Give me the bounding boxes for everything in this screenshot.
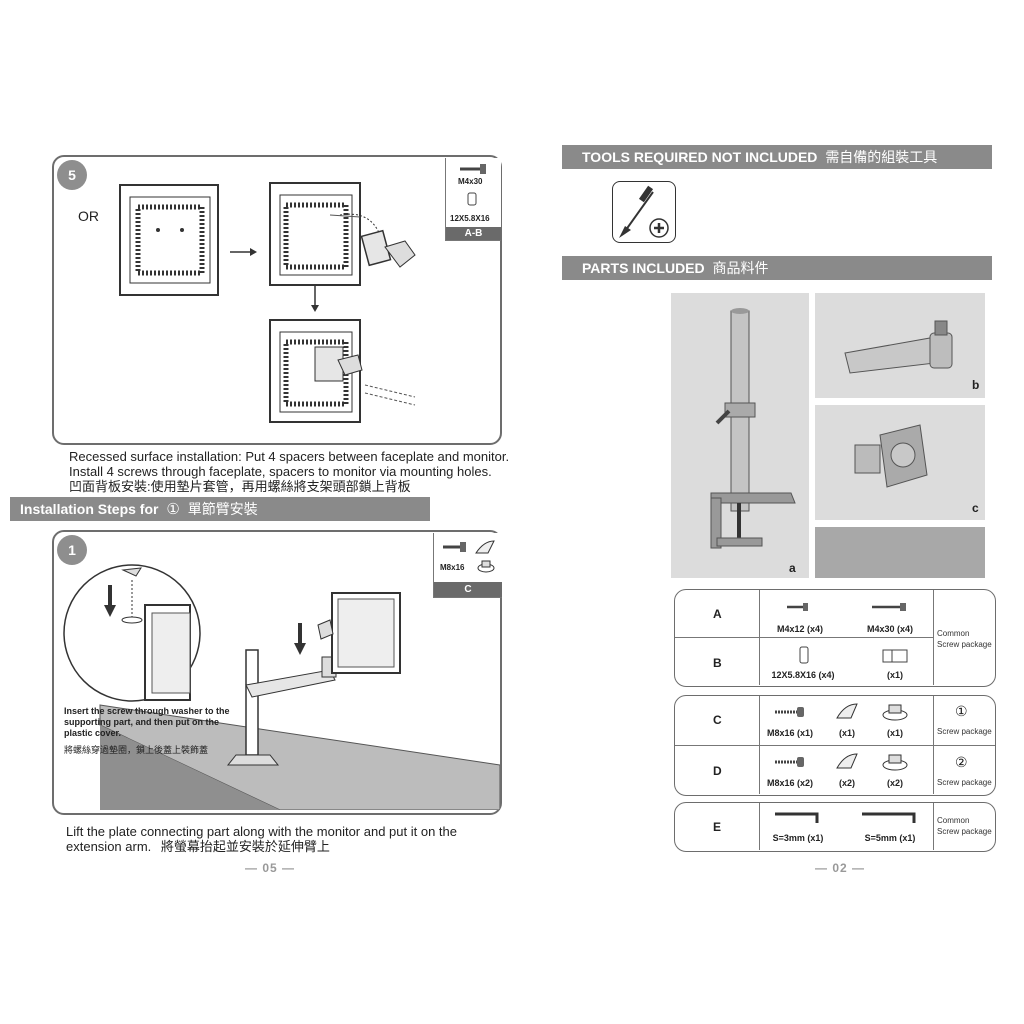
spacer-icon (467, 192, 477, 206)
m8-screw-icon (443, 542, 466, 552)
step-1-badge: 1 (57, 535, 87, 565)
section-header-circle: ① (166, 501, 180, 518)
tools-header-chinese: 需自備的組裝工具 (825, 149, 938, 165)
step-5-hardware-box: M4x30 12X5.8X16 A-B (445, 158, 501, 241)
step-1-inset-text: Insert the screw through washer to the s… (64, 706, 244, 756)
step-5-caption: Recessed surface installation: Put 4 spa… (69, 449, 529, 494)
c-washer-label: (x1) (886, 728, 903, 738)
step-1-illustration (63, 564, 500, 810)
c-washer-icon (882, 704, 908, 721)
bottom-line-2-wrap: extension arm. 將螢幕抬起並安裝於延伸臂上 (66, 839, 506, 854)
m4x12-screw-icon (787, 603, 808, 611)
e-package-common: Common (937, 816, 970, 825)
e-package-divider (933, 803, 934, 850)
ab-package-label: Common Screw package (937, 628, 992, 650)
spacer-icon (799, 646, 809, 664)
m4x30-label: M4x30 (x4) (866, 624, 914, 634)
installation-steps-header: Installation Steps for ① 單節臂安裝 (10, 497, 430, 521)
step-1-hardware-box: M8x16 C (433, 533, 502, 598)
e-letter-divider (759, 803, 760, 850)
hardware-group-e: E S=3mm (x1) S=5mm (x1) Common Screw pac… (674, 802, 996, 852)
step-5-illustration (119, 182, 416, 423)
step-5-spacer-label: 12X5.8X16 (450, 214, 490, 223)
section-header-label: Installation Steps for (20, 501, 159, 517)
hex-key-5mm-icon (862, 812, 916, 823)
hex-key-3mm-icon (775, 812, 819, 823)
part-c-label: c (972, 501, 979, 515)
m4x12-label: M4x12 (x4) (776, 624, 824, 634)
step-5-screw-label: M4x30 (458, 177, 483, 186)
caption-line-1: Recessed surface installation: Put 4 spa… (69, 449, 510, 464)
tools-header-label: TOOLS REQUIRED NOT INCLUDED (582, 149, 818, 165)
cd-row-divider (675, 745, 995, 746)
c-m8-label: M8x16 (x1) (766, 728, 814, 738)
inset-chinese: 將螺絲穿過墊圈，鎖上後蓋上裝飾蓋 (64, 745, 209, 755)
inset-line-1: Insert the screw through washer to the (64, 706, 230, 716)
hardware-group-ab: A B M4x12 (x4) M4x30 (x4) 12X5.8X16 (x4)… (674, 589, 996, 687)
c-package-circle: ① (955, 703, 968, 719)
section-header-chinese: 單節臂安裝 (187, 501, 258, 517)
cable-clip-icon (882, 649, 908, 663)
hardware-letter-a: A (713, 607, 722, 621)
caption-line-2: Install 4 screws through faceplate, spac… (69, 464, 492, 479)
step-5-tag: A-B (446, 227, 501, 240)
c-cover-label: (x1) (838, 728, 855, 738)
d-package-label: Screw package (937, 778, 992, 787)
parts-header-chinese: 商品料件 (712, 260, 769, 276)
d-washer-label: (x2) (886, 778, 903, 788)
tools-required-header: TOOLS REQUIRED NOT INCLUDED 需自備的組裝工具 (562, 145, 992, 169)
parts-included-header: PARTS INCLUDED 商品料件 (562, 256, 992, 280)
e-package-type: Screw package (937, 827, 992, 836)
bottom-line-1: Lift the plate connecting part along wit… (66, 824, 457, 839)
part-a-photo: a (671, 293, 809, 578)
d-m8-label: M8x16 (x2) (766, 778, 814, 788)
spacer-label: 12X5.8X16 (x4) (771, 670, 835, 680)
caption-line-3: 凹面背板安裝:使用墊片套管，再用螺絲將支架頭部鎖上背板 (69, 479, 411, 494)
c-m8-screw-icon (775, 707, 804, 717)
parts-header-label: PARTS INCLUDED (582, 260, 705, 276)
step-1-tag: C (434, 582, 502, 597)
hardware-letter-c: C (713, 713, 722, 727)
c-package-label: Screw package (937, 727, 992, 736)
right-page-number: — 02 — (815, 861, 866, 875)
part-a-label: a (789, 561, 796, 575)
part-b-photo: b (815, 293, 985, 398)
phillips-screwdriver-icon (612, 181, 676, 243)
hardware-letter-d: D (713, 764, 722, 778)
step-5-badge: 5 (57, 160, 87, 190)
hex-key-3mm-label: S=3mm (x1) (772, 833, 824, 843)
screw-icon (460, 164, 486, 174)
bottom-chinese: 將螢幕抬起並安裝於延伸臂上 (160, 839, 330, 854)
d-plastic-cover-icon (836, 753, 858, 769)
d-washer-icon (882, 754, 908, 771)
ab-package-type: Screw package (937, 640, 992, 649)
cd-package-divider (933, 696, 934, 794)
hex-key-5mm-label: S=5mm (x1) (864, 833, 916, 843)
e-package-label: Common Screw package (937, 815, 992, 837)
part-c-photo: c (815, 405, 985, 520)
ab-package-divider (933, 590, 934, 685)
inset-line-2: supporting part, and then put on the (64, 717, 219, 727)
left-page-number: — 05 — (245, 861, 296, 875)
step-5-or-label: OR (78, 208, 99, 224)
step-1-part-label: M8x16 (440, 563, 465, 572)
ab-row-divider (675, 637, 933, 638)
washer-icon (477, 560, 495, 573)
hardware-letter-b: B (713, 656, 722, 670)
ab-package-common: Common (937, 629, 970, 638)
clip-label: (x1) (886, 670, 903, 680)
inset-line-3: plastic cover. (64, 728, 122, 738)
hardware-group-cd: C D M8x16 (x1) (x1) (x1) ① Screw package… (674, 695, 996, 796)
part-b-label: b (972, 378, 980, 392)
d-cover-label: (x2) (838, 778, 855, 788)
c-plastic-cover-icon (836, 703, 858, 719)
bottom-line-2: extension arm. (66, 839, 152, 854)
m4x30-screw-icon (872, 603, 906, 611)
d-m8-screw-icon (775, 757, 804, 767)
step-1-caption: Lift the plate connecting part along wit… (66, 824, 506, 854)
plastic-cover-icon (475, 540, 495, 554)
d-package-circle: ② (955, 754, 968, 770)
empty-photo-slot (815, 527, 985, 578)
hardware-letter-e: E (713, 820, 722, 834)
